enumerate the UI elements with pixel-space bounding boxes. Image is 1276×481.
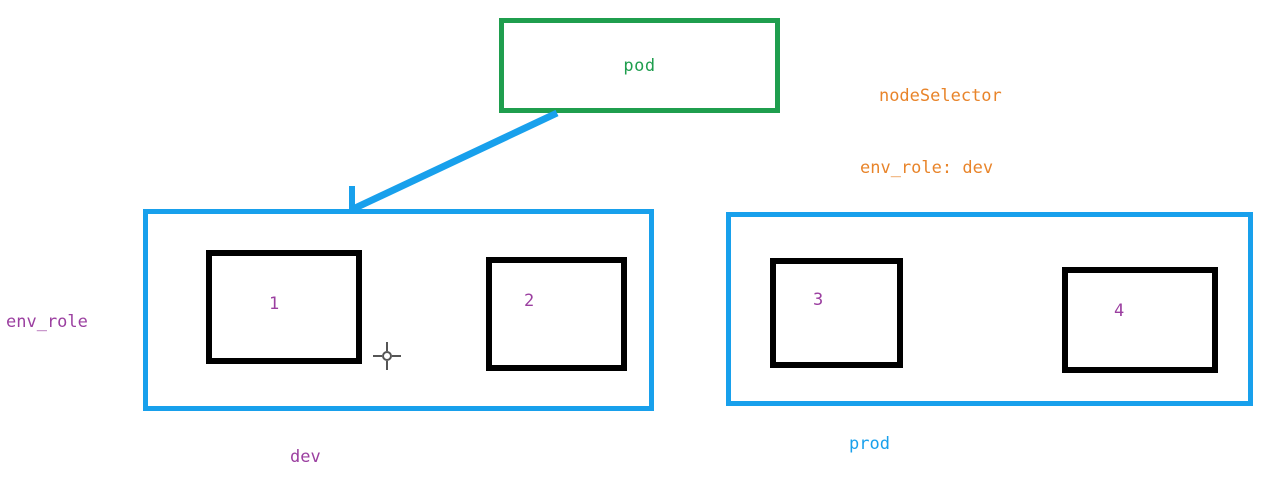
crosshair-cursor-icon [373,342,401,370]
group-label-dev: dev [290,447,321,467]
nodeselector-value: env_role: dev [860,158,994,178]
node-box-4[interactable] [1062,267,1218,373]
node-box-2[interactable] [486,257,627,371]
nodeselector-key: nodeSelector [878,86,1002,106]
group-label-prod: prod [849,434,890,454]
node-label-3: 3 [813,290,824,310]
pod-label: pod [623,55,656,76]
node-box-3[interactable] [770,258,903,368]
pod-box[interactable]: pod [499,18,780,113]
node-label-4: 4 [1114,301,1125,321]
pod-to-dev-arrow-line [351,109,559,213]
node-box-1[interactable] [206,250,362,364]
node-label-2: 2 [524,291,535,311]
env-role-axis-label: env_role [6,312,88,332]
nodeselector-annotation: nodeSelector env_role: dev [838,42,1002,258]
node-label-1: 1 [269,294,280,314]
